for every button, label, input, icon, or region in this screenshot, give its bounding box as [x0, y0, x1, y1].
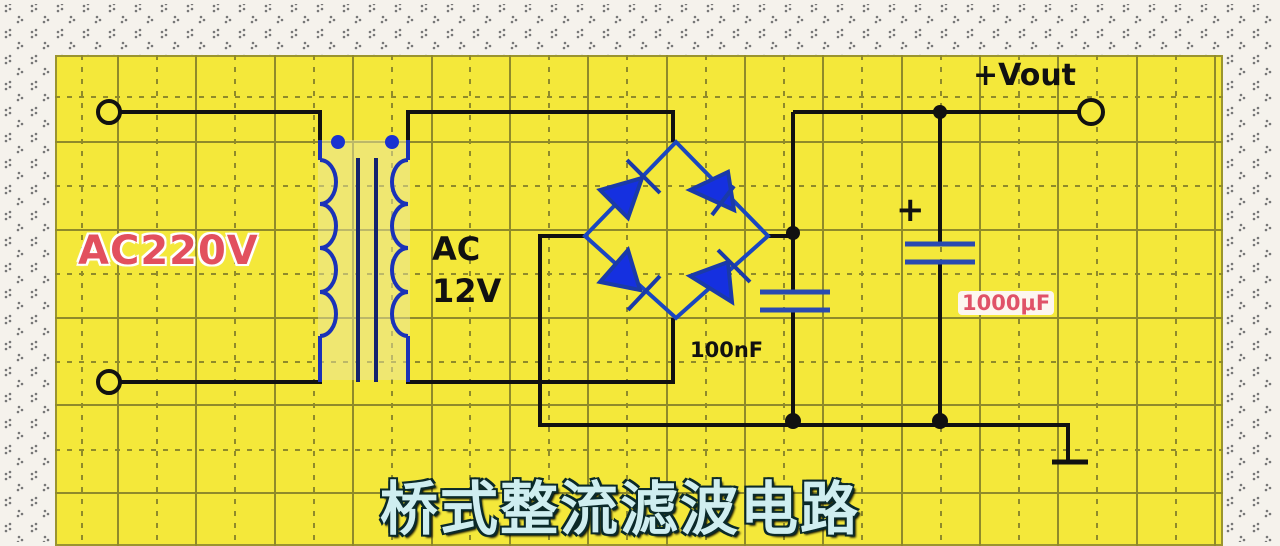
- polarity-dot-primary: [331, 135, 345, 149]
- polarity-dot-secondary: [385, 135, 399, 149]
- bridge-rectifier-icon: [582, 139, 771, 321]
- input-voltage-label: AC220V: [78, 228, 259, 274]
- secondary-label-line2: 12V: [432, 272, 502, 310]
- electrolytic-capacitor-icon: [905, 241, 975, 265]
- ac-input-terminal-top: [96, 99, 122, 125]
- vout-terminal: [1077, 98, 1105, 126]
- small-capacitor-label: 100nF: [690, 338, 764, 362]
- grid-dashed-lines: [55, 55, 1223, 546]
- transformer-icon: [318, 140, 410, 382]
- output-voltage-label: +Vout: [973, 58, 1077, 93]
- ac-input-terminal-bottom: [96, 369, 122, 395]
- capacitor-polarity-label: +: [896, 190, 925, 230]
- diagram-title: 桥式整流滤波电路: [380, 475, 861, 543]
- secondary-voltage-label: AC 12V: [432, 228, 501, 312]
- diode-icon: [596, 158, 752, 312]
- large-capacitor-label: 1000μF: [958, 291, 1055, 315]
- junction-dots: [785, 105, 948, 429]
- secondary-label-line1: AC: [432, 230, 481, 268]
- wires: [118, 110, 1080, 460]
- capacitor-100nf-icon: [760, 289, 830, 313]
